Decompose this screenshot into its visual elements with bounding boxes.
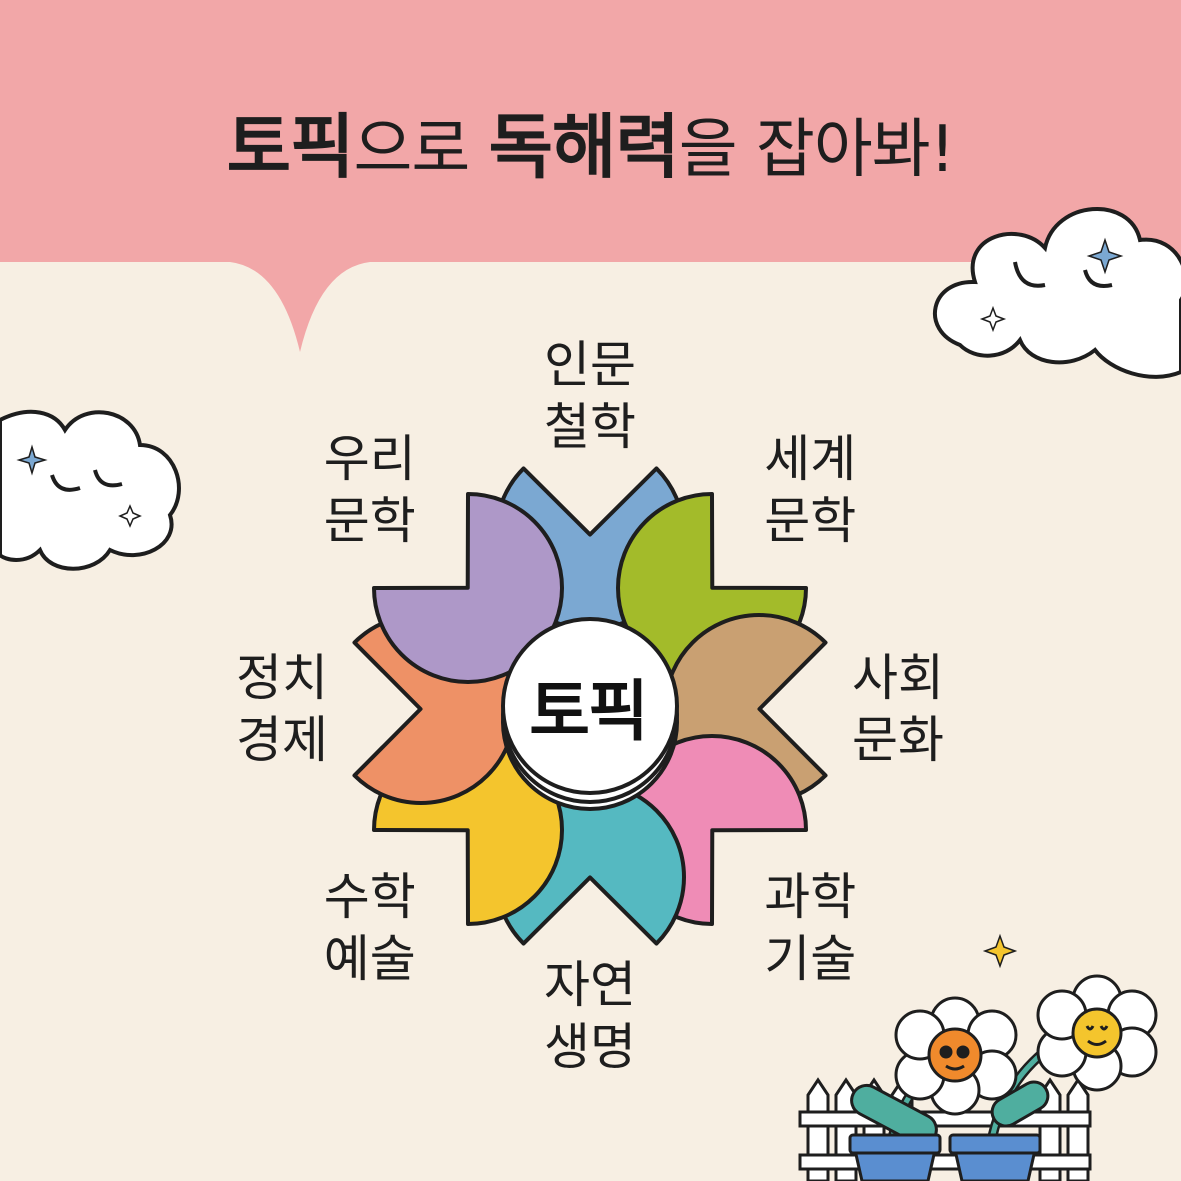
- flower-pot: [848, 1133, 1042, 1181]
- topic-label-line: 예술: [323, 930, 416, 989]
- page-title: 토픽으로 독해력을 잡아봐!: [0, 112, 1181, 182]
- topic-label-line: 세계: [764, 429, 857, 488]
- topic-label-line: 경제: [236, 711, 328, 769]
- topic-label-line: 생명: [544, 1018, 636, 1076]
- topic-label-line: 문화: [852, 711, 944, 769]
- cloud-top-right: [932, 207, 1181, 379]
- title-keyword-reading: 독해력: [488, 106, 680, 188]
- topic-label-line: 사회: [852, 649, 944, 707]
- title-text: 으로: [353, 113, 489, 187]
- topic-label-line: 철학: [544, 398, 636, 456]
- topic-label-line: 문학: [323, 491, 416, 550]
- topic-label-line: 문학: [764, 491, 857, 550]
- topic-label-line: 과학: [764, 868, 857, 927]
- sparkle-icon: [982, 933, 1018, 969]
- topic-label-line: 자연: [544, 956, 636, 1014]
- sparkle-icon: [979, 305, 1007, 333]
- flower-icon: [894, 996, 1018, 1116]
- flower-icon: [1036, 974, 1158, 1092]
- topic-label-line: 인문: [544, 336, 636, 394]
- topic-petals: [352, 466, 828, 946]
- topic-label-line: 기술: [764, 930, 857, 989]
- topic-label-line: 우리: [323, 429, 416, 488]
- header-banner: [0, 0, 1181, 352]
- title-keyword-topic: 토픽: [226, 106, 355, 188]
- sparkle-icon: [1086, 237, 1124, 275]
- center-node: [501, 617, 679, 811]
- cloud-left: [0, 409, 181, 571]
- center-label: 토픽: [529, 673, 648, 750]
- leaf-icon: [850, 1080, 1050, 1147]
- sparkle-icon: [16, 444, 48, 476]
- sparkle-icon: [118, 504, 142, 528]
- topic-label-line: 정치: [236, 649, 328, 707]
- topic-label-line: 수학: [323, 868, 416, 927]
- title-text: 을 잡아봐!: [678, 113, 956, 187]
